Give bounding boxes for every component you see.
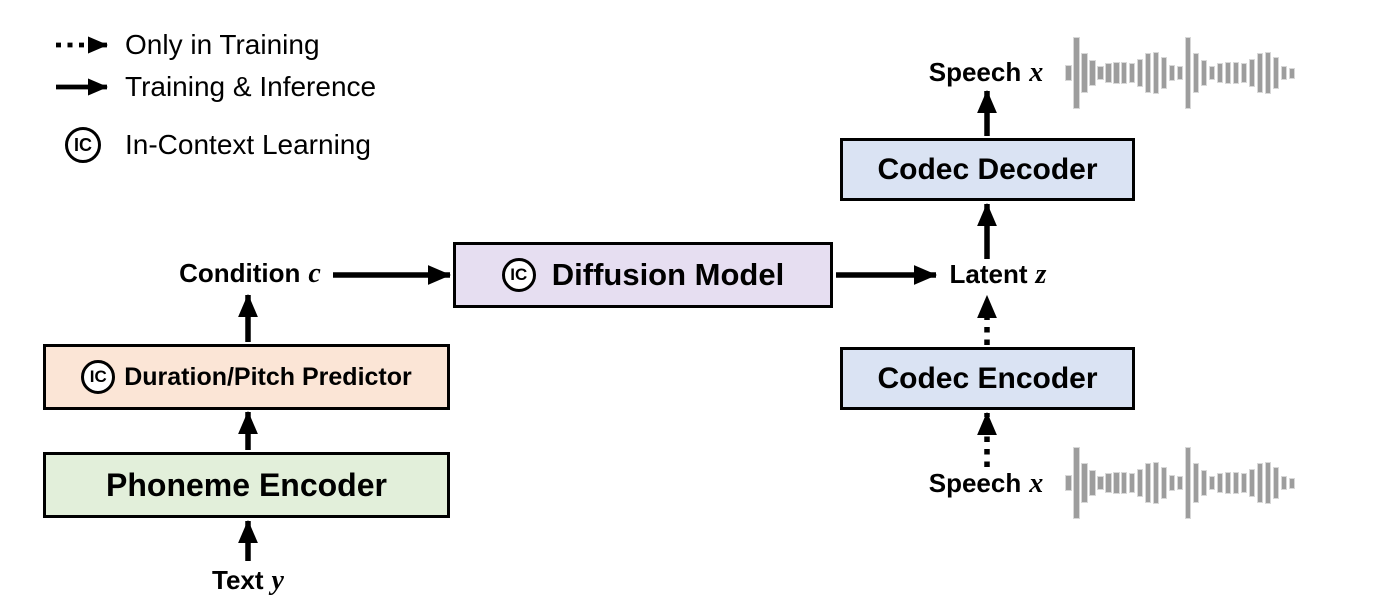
waveform-bar [1120, 472, 1128, 494]
waveform-bar [1224, 62, 1232, 84]
waveform-bar [1200, 470, 1208, 496]
duration-pitch-predictor-label: Duration/Pitch Predictor [124, 362, 412, 391]
speech-waveform-bottom [1065, 446, 1299, 520]
waveform-bar [1248, 469, 1256, 497]
waveform-bar [1192, 463, 1200, 503]
waveform-bar [1256, 463, 1264, 503]
math-var-x: x [1029, 57, 1044, 88]
waveform-bar [1272, 57, 1280, 89]
waveform-bar [1248, 59, 1256, 87]
phoneme-encoder-box: Phoneme Encoder [43, 452, 450, 518]
waveform-bar [1136, 469, 1144, 497]
waveform-bar [1280, 476, 1288, 490]
math-var-y: y [271, 565, 284, 596]
waveform-bar [1208, 66, 1216, 80]
waveform-bar [1216, 473, 1224, 493]
waveform-bar [1097, 66, 1104, 80]
codec-encoder-box: Codec Encoder [840, 347, 1135, 410]
waveform-bar [1120, 62, 1128, 84]
waveform-bar [1288, 67, 1296, 79]
waveform-bar [1160, 467, 1168, 499]
waveform-bar [1240, 63, 1248, 83]
waveform-bar [1168, 475, 1176, 491]
waveform-bar [1192, 53, 1200, 93]
legend-label: Only in Training [125, 29, 320, 60]
speech-waveform-top [1065, 36, 1299, 110]
waveform-bar [1208, 476, 1216, 490]
waveform-bar [1081, 53, 1088, 93]
dotted-arrow-icon [55, 35, 111, 55]
waveform-bar [1256, 53, 1264, 93]
waveform-bar [1232, 472, 1240, 494]
math-var-z: z [1035, 259, 1047, 290]
waveform-bar [1105, 63, 1112, 83]
waveform-bar [1089, 470, 1096, 496]
codec-encoder-label: Codec Encoder [877, 361, 1098, 395]
waveform-bar [1184, 447, 1192, 519]
waveform-bar [1272, 467, 1280, 499]
ic-badge: IC [501, 258, 536, 292]
waveform-bar [1160, 57, 1168, 89]
legend-item-in-context-learning: IC In-Context Learning [55, 127, 371, 163]
waveform-bar [1112, 472, 1120, 494]
waveform-bar [1073, 37, 1080, 109]
waveform-bar [1152, 462, 1160, 504]
waveform-bar [1152, 52, 1160, 94]
diffusion-model-label: Diffusion Model [551, 257, 785, 292]
waveform-bar [1264, 52, 1272, 94]
diffusion-model-box: IC Diffusion Model [453, 242, 833, 308]
waveform-bar [1176, 476, 1184, 490]
waveform-bar [1112, 62, 1120, 84]
waveform-bar [1065, 475, 1072, 491]
legend-label: In-Context Learning [125, 129, 371, 160]
phoneme-encoder-label: Phoneme Encoder [106, 466, 387, 503]
legend-item-training-inference: Training & Inference [55, 69, 376, 105]
waveform-bar [1232, 62, 1240, 84]
codec-decoder-box: Codec Decoder [840, 138, 1135, 201]
math-var-x: x [1029, 468, 1044, 499]
waveform-bar [1176, 66, 1184, 80]
waveform-bar [1264, 462, 1272, 504]
waveform-bar [1073, 447, 1080, 519]
duration-pitch-predictor-box: IC Duration/Pitch Predictor [43, 344, 450, 410]
waveform-bar [1128, 473, 1136, 493]
solid-arrow-icon [55, 77, 111, 97]
waveform-bar [1089, 60, 1096, 86]
waveform-bar [1184, 37, 1192, 109]
ic-badge: IC [81, 360, 116, 394]
codec-decoder-label: Codec Decoder [877, 152, 1098, 186]
waveform-bar [1136, 59, 1144, 87]
waveform-bar [1097, 476, 1104, 490]
waveform-bar [1081, 463, 1088, 503]
legend-label: Training & Inference [125, 71, 377, 102]
waveform-bar [1065, 65, 1072, 81]
math-var-c: c [308, 258, 321, 289]
ic-badge-icon: IC [55, 127, 111, 163]
waveform-bar [1280, 66, 1288, 80]
waveform-bar [1128, 63, 1136, 83]
waveform-bar [1200, 60, 1208, 86]
waveform-bar [1168, 65, 1176, 81]
waveform-bar [1240, 473, 1248, 493]
waveform-bar [1144, 53, 1152, 93]
waveform-bar [1105, 473, 1112, 493]
waveform-bar [1144, 463, 1152, 503]
waveform-bar [1216, 63, 1224, 83]
waveform-bar [1224, 472, 1232, 494]
legend-item-only-in-training: Only in Training [55, 27, 320, 63]
waveform-bar [1288, 477, 1296, 489]
